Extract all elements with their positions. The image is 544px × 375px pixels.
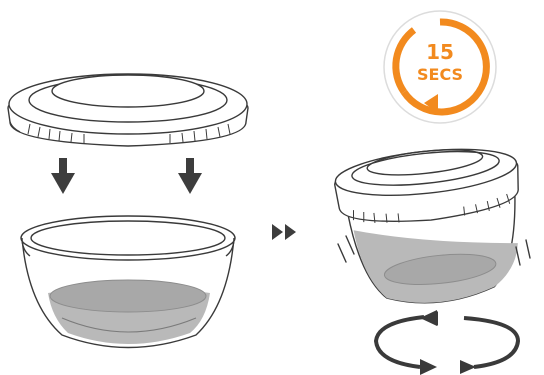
lid-icon xyxy=(8,74,248,146)
down-arrow-icon xyxy=(178,158,202,194)
timer-number: 15 xyxy=(426,40,454,64)
timer-unit: SECS xyxy=(417,65,463,84)
closed-cup-icon xyxy=(332,142,531,312)
open-cup-icon xyxy=(21,216,235,348)
rotate-arrows-icon xyxy=(376,311,518,375)
countdown-timer-icon: 15 SECS xyxy=(384,11,496,123)
fast-forward-icon xyxy=(272,224,296,240)
down-arrow-icon xyxy=(51,158,75,194)
